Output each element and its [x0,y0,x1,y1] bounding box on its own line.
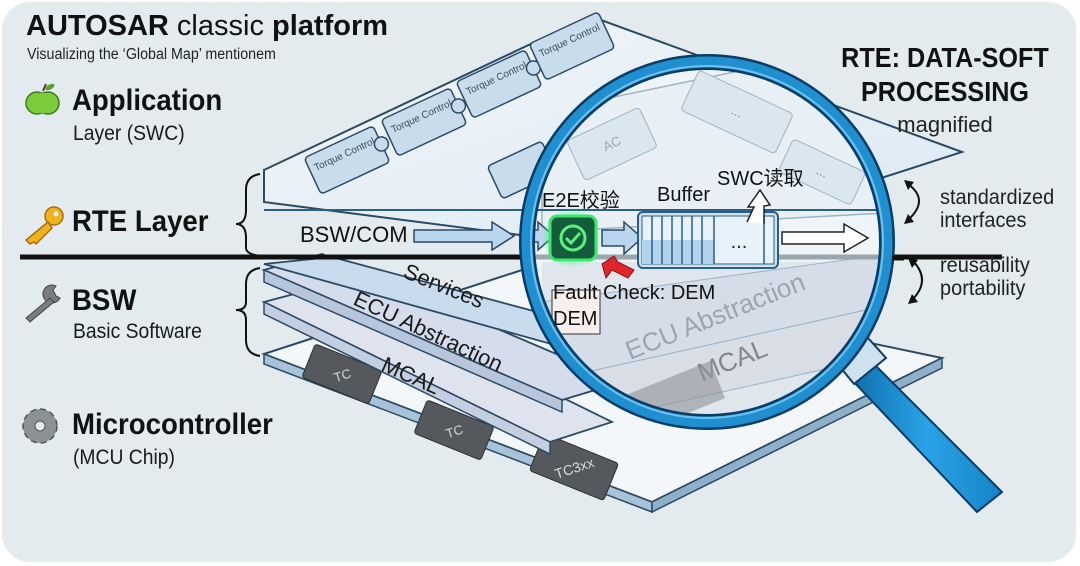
swc-read-label: SWC读取 [717,168,804,190]
fault-check-label: Fault Check: DEM [553,282,716,304]
rte-brace [235,173,261,257]
legend-heading-mcu: Microcontroller [72,408,273,441]
chip: TC [414,400,494,460]
note-line: standardized [940,186,1055,209]
note-line: reusability [940,254,1030,277]
flow-arrow [601,220,644,256]
e2e-check-label: E2E校验 [542,190,620,212]
title-mid: classic [168,10,273,42]
wrench-icon [25,284,61,323]
fault-note [551,289,601,335]
buffer-queue [637,211,779,269]
magnified-view: AC ... ... ECU Abstraction MCAL [532,67,882,417]
swc-component: Torque Control [456,50,542,118]
rte-title-line2: PROCESSING [860,76,1030,107]
note-line: interfaces [940,209,1027,232]
apple-icon [25,83,60,115]
bsw-com-label: BSW/COM [300,222,408,247]
gear-icon [22,408,58,444]
rte-title-line1: RTE: DATA-SOFT [841,42,1049,73]
legend-heading-rte: RTE Layer [72,205,209,238]
legend-sub-bsw: Basic Software [73,320,202,343]
fault-tag: DEM [553,308,598,330]
title-bold: AUTOSAR [26,10,169,42]
read-arrow [746,188,772,224]
note-standardized: standardized interfaces [940,186,1054,232]
legend-heading-application: Application [72,84,223,117]
rte-title-sub: magnified [897,112,993,137]
double-arrow-icon [907,183,920,221]
bsw-brace [235,267,261,357]
chip-label: TC [332,366,353,386]
buffer-label: Buffer [657,184,710,206]
chip-label: TC [444,422,465,442]
note-line: portability [940,277,1026,300]
e2e-check-box [548,214,598,262]
page-subtitle: Visualizing the ‘Global Map’ mentionem [27,46,276,63]
output-arrow [781,222,870,254]
buffer-more: ... [731,231,748,253]
chip: TC3xx [529,433,619,501]
magnifier-icon [519,54,1004,514]
note-reusability: reusability portability [940,254,1030,300]
magnified-swc-label: AC [600,133,623,154]
chip: TC [302,344,382,404]
swc-component: Torque Control [529,12,615,80]
legend-sub-mcu: (MCU Chip) [73,446,175,469]
page-title: AUTOSAR classic platform [26,10,388,43]
key-icon [24,206,64,246]
check-icon [559,224,587,252]
legend-heading-bsw: BSW [72,284,137,317]
title-bold-2: platform [272,10,389,42]
bsw-slab-mcal [261,283,615,456]
alert-arrow [601,255,635,280]
flow-arrow [413,220,516,252]
legend-sub-application: Layer (SWC) [73,122,185,145]
